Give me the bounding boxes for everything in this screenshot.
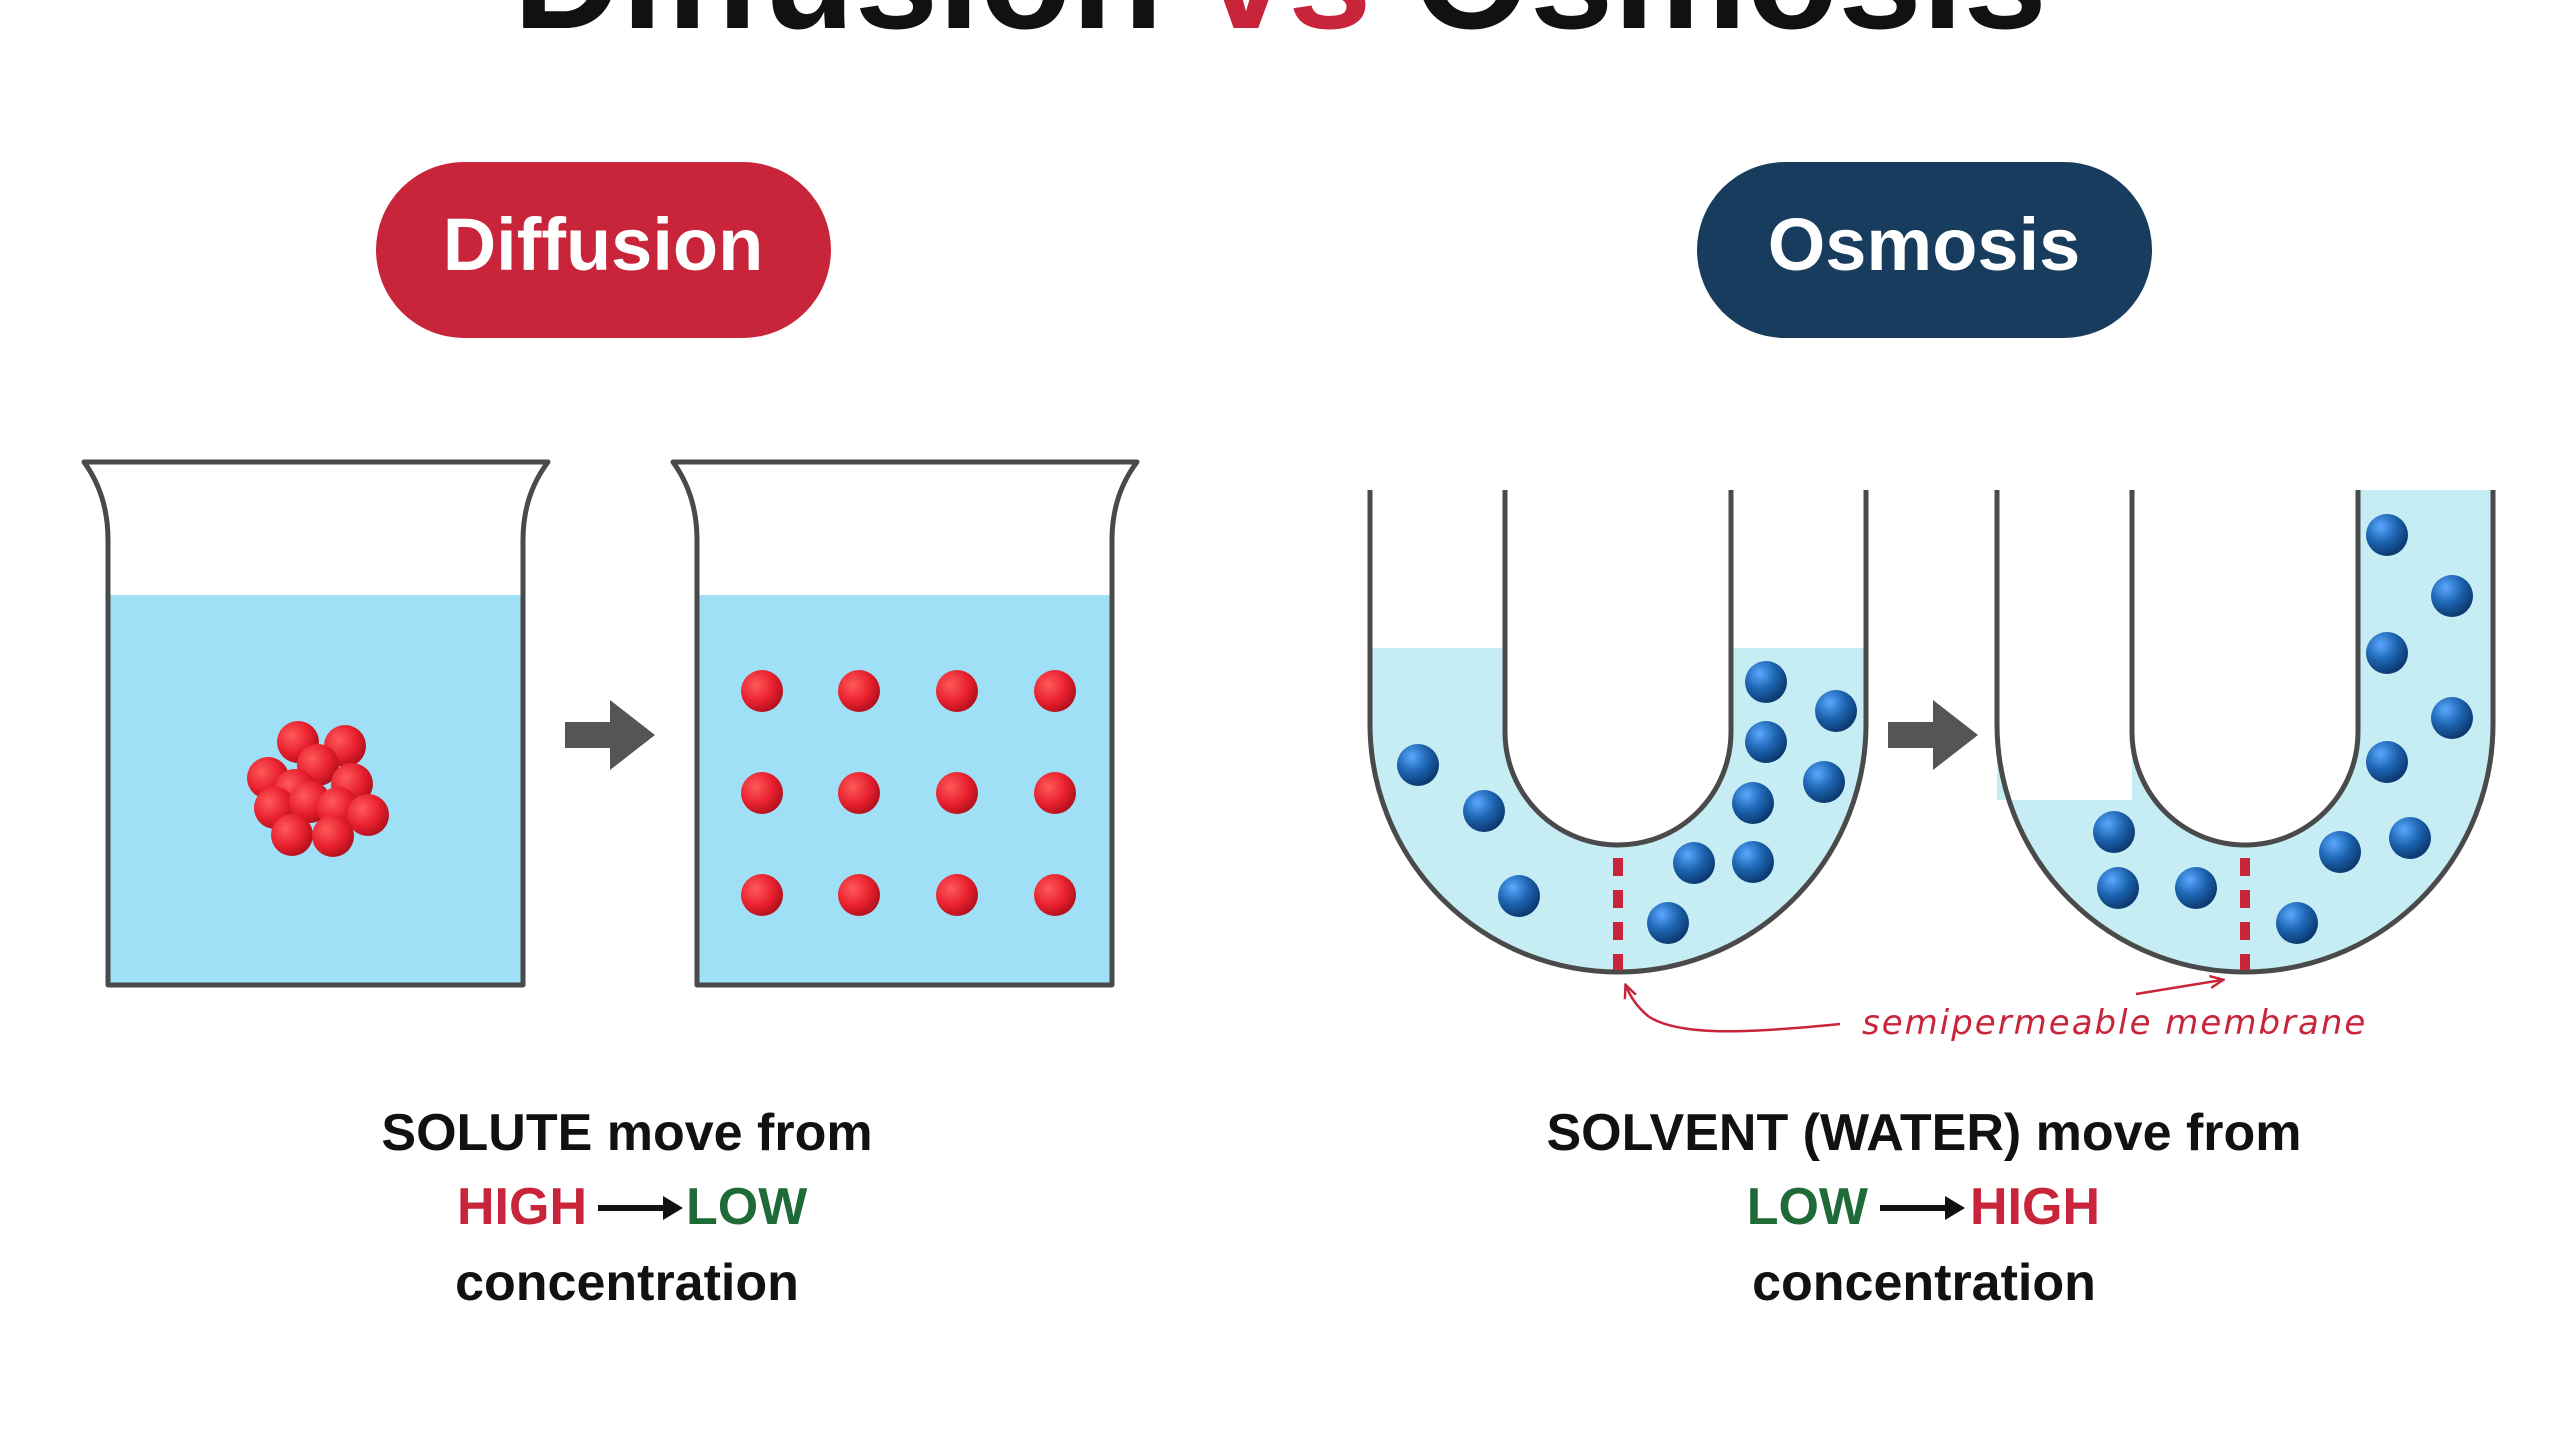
osmosis-caption-line3: concentration (1752, 1254, 2096, 1312)
diffusion-caption-line3: concentration (455, 1254, 799, 1312)
diffusion-pill: Diffusion (376, 162, 831, 338)
osmosis-to-label: HIGH (1970, 1178, 2100, 1236)
u-tube-after (1994, 490, 2496, 975)
title-osmosis: Osmosis (1413, 0, 2047, 60)
title-vs: vs (1205, 0, 1414, 60)
page-title: Diffusion vs Osmosis (513, 0, 2047, 60)
solute-cluster (247, 721, 389, 857)
diffusion-pill-label: Diffusion (443, 203, 764, 286)
osmosis-from-label: LOW (1747, 1178, 1869, 1236)
diffusion-caption: SOLUTE move from HIGH LOW concentration (381, 1104, 872, 1312)
membrane-label: semipermeable membrane (1862, 1003, 2367, 1043)
title-diffusion: Diffusion (513, 0, 1205, 60)
osmosis-caption-line1: SOLVENT (WATER) move from (1547, 1104, 2302, 1162)
right-arrow-icon (1888, 700, 1978, 770)
diffusion-from-label: HIGH (457, 1178, 587, 1236)
membrane-annotation: semipermeable membrane (1626, 980, 2367, 1043)
water-particles-before (1397, 661, 1857, 944)
osmosis-caption: SOLVENT (WATER) move from LOW HIGH conce… (1547, 1104, 2302, 1312)
osmosis-pill-label: Osmosis (1768, 203, 2081, 286)
right-arrow-icon (565, 700, 655, 770)
long-right-arrow-icon (598, 1196, 683, 1220)
diffusion-caption-line1: SOLUTE move from (381, 1104, 872, 1162)
osmosis-pill: Osmosis (1697, 162, 2152, 338)
long-right-arrow-icon (1880, 1196, 1965, 1220)
diffusion-to-label: LOW (686, 1178, 808, 1236)
water-particles-after (2093, 514, 2473, 944)
u-tube-before (1367, 490, 1869, 975)
beaker-before (81, 459, 551, 988)
solute-grid (741, 670, 1076, 916)
